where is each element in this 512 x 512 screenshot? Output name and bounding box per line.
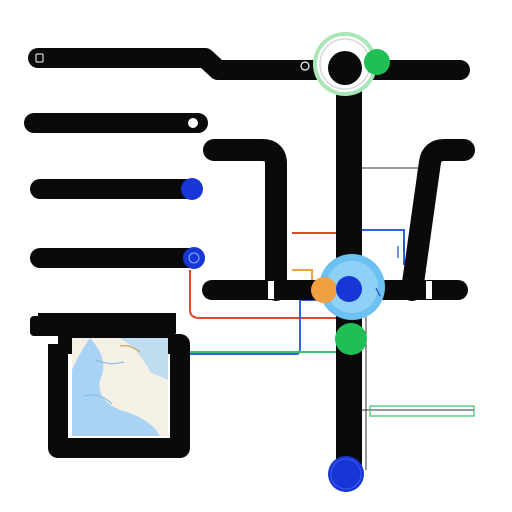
pin-icon: [300, 61, 310, 71]
row-bar-1: [24, 113, 208, 133]
node-blue-row3-inner: [188, 252, 200, 264]
right-diagonal-track: [401, 139, 475, 301]
bottom-blue-node[interactable]: [328, 456, 364, 492]
top-hub-center: [328, 51, 362, 85]
top-green-node[interactable]: [364, 49, 390, 75]
hub-ticks: [375, 240, 405, 297]
node-row1-end: [188, 118, 198, 128]
map-frame-bar: [30, 316, 176, 336]
map-image: [72, 338, 168, 436]
green-outline-bar: [369, 405, 475, 417]
row-bar-2: [30, 179, 202, 199]
blue-right-connector: [360, 229, 405, 265]
left-bend-track: [203, 139, 287, 301]
node-blue-row2[interactable]: [181, 178, 203, 200]
image-icon: [35, 53, 44, 63]
mid-track-gap-right: [426, 281, 432, 299]
mid-track-gap-left: [268, 281, 274, 299]
bottom-blue-node-ring: [330, 458, 362, 490]
orange-node[interactable]: [311, 277, 337, 303]
top-track: [28, 48, 470, 80]
row-bar-3: [30, 248, 202, 268]
green-hub-node[interactable]: [335, 323, 367, 355]
node-blue-row3[interactable]: [183, 247, 205, 269]
orange-connector: [292, 269, 313, 282]
blue-hub-node[interactable]: [336, 276, 362, 302]
blue-connector: [190, 299, 330, 355]
